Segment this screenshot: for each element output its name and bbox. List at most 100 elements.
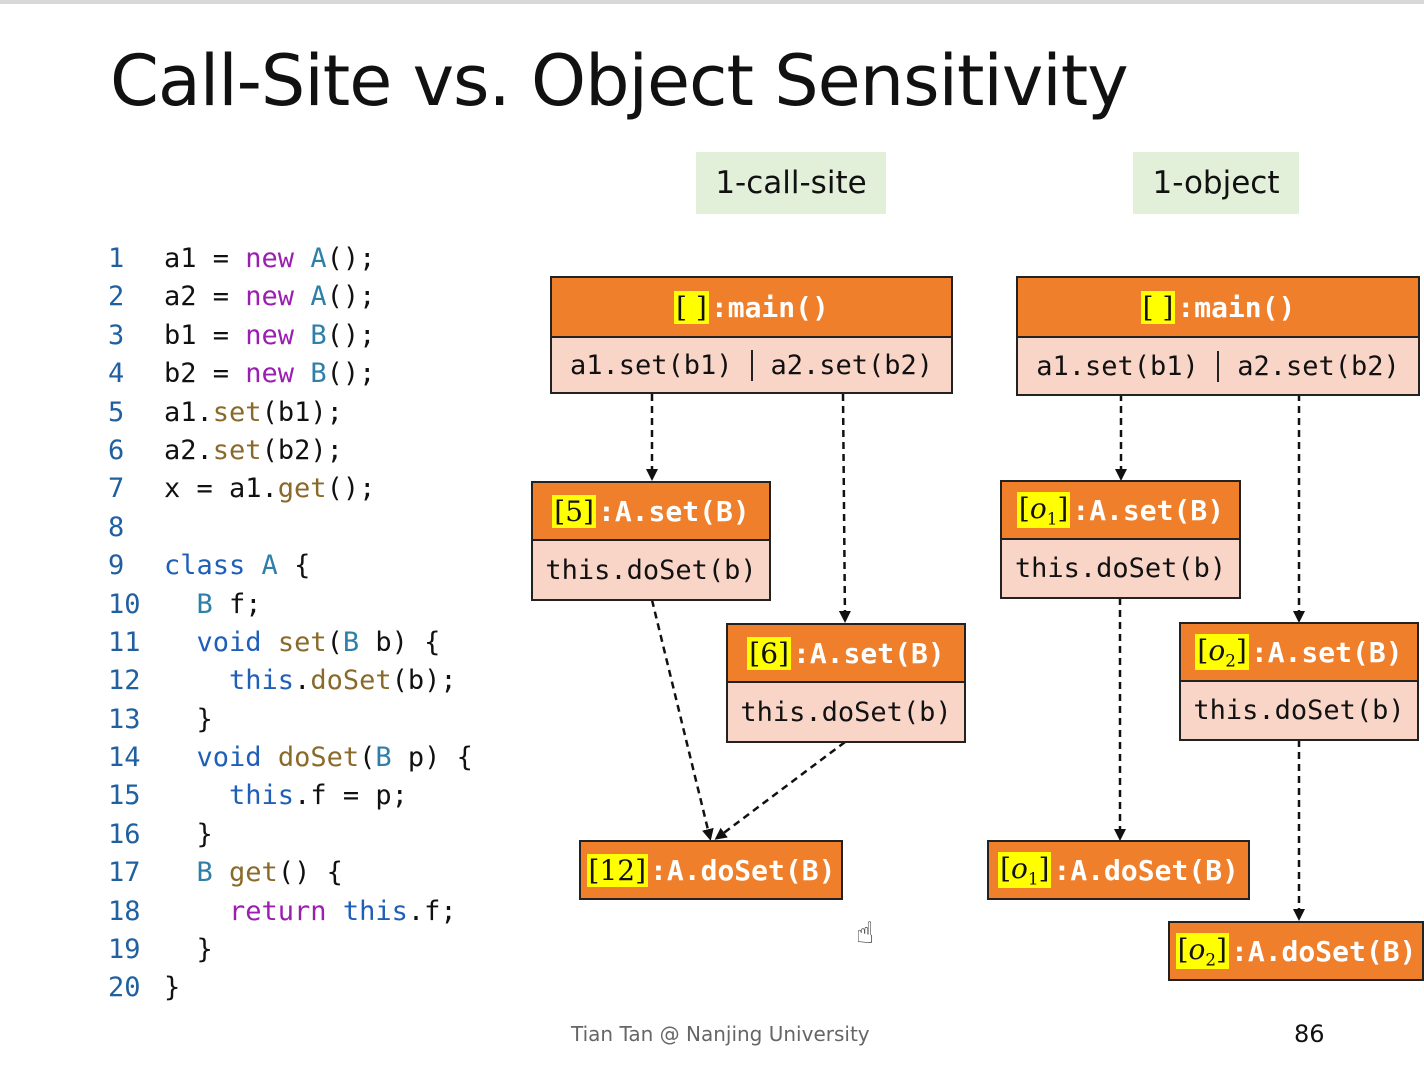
code-token: .f = p;: [294, 780, 408, 812]
code-token: set: [277, 626, 327, 658]
line-number: 12: [108, 665, 141, 697]
obj-doset-o2-node: [o2]:A.doSet(B): [1168, 921, 1424, 981]
code-token: B: [310, 358, 327, 390]
edge-set6-to-doset12: [714, 741, 846, 840]
object-label: 1-object: [1133, 152, 1299, 214]
code-token: x = a1.: [164, 473, 278, 505]
code-token: B: [196, 588, 213, 620]
code-token: get: [277, 473, 327, 505]
code-token: void: [196, 626, 262, 658]
code-text: class A {: [164, 547, 310, 585]
code-token: ();: [326, 281, 376, 313]
cs-doset12-header: [12]:A.doSet(B): [581, 842, 841, 898]
line-number: 13: [108, 703, 141, 735]
line-number: 17: [108, 857, 141, 889]
code-token: this: [342, 895, 408, 927]
top-border: [0, 0, 1424, 4]
cs-set5-body: this.doSet(b): [533, 541, 769, 599]
code-token: p) {: [391, 742, 473, 774]
code-text: void set(B b) {: [164, 624, 441, 662]
code-token: (b2);: [261, 434, 343, 466]
line-number: 15: [108, 780, 141, 812]
code-text: B get() {: [164, 854, 343, 892]
line-number: 10: [108, 588, 141, 620]
cs-doset12-context: [12]: [586, 853, 649, 887]
code-token: A: [261, 550, 278, 582]
obj-main-calls: a1.set(b1) a2.set(b2): [1018, 338, 1418, 394]
line-number: 6: [108, 434, 125, 466]
code-token: class: [164, 550, 246, 582]
obj-main-context: [ ]: [1140, 290, 1176, 324]
obj-doset-o2-context: [o2]: [1175, 932, 1229, 970]
code-text: b1 = new B();: [164, 317, 375, 355]
code-token: doSet: [277, 742, 360, 774]
code-token: new: [245, 243, 295, 274]
obj-set-o1-body: this.doSet(b): [1002, 540, 1239, 597]
obj-set-o1-context: [o1]: [1016, 491, 1071, 529]
obj-doset-o2-signature: :A.doSet(B): [1230, 934, 1417, 968]
code-text: return this.f;: [164, 893, 457, 931]
obj-main-header: [ ]:main(): [1018, 278, 1418, 338]
line-number: 5: [108, 396, 125, 428]
code-token: b2 =: [164, 358, 246, 390]
obj-set-o2-context: [o2]: [1195, 633, 1249, 671]
code-token: a1.: [164, 396, 213, 428]
code-token: return: [229, 895, 327, 927]
code-token: A: [310, 243, 327, 274]
obj-set-o2-header: [o2]:A.set(B): [1181, 624, 1417, 682]
cs-doset12-node: [12]:A.doSet(B): [579, 840, 843, 900]
line-number: 20: [108, 972, 141, 1004]
code-token: get: [229, 857, 278, 889]
page-number: 86: [1294, 1020, 1325, 1048]
code-token: a1 =: [164, 243, 246, 274]
code-token: }: [164, 703, 213, 735]
line-number: 8: [108, 511, 125, 543]
line-number: 16: [108, 818, 141, 850]
code-token: B: [310, 319, 327, 351]
cs-set6-signature: :A.set(B): [792, 636, 945, 670]
obj-main-signature: :main(): [1177, 290, 1296, 324]
code-text: this.f = p;: [164, 777, 408, 815]
obj-doset-o1-node: [o1]:A.doSet(B): [987, 840, 1250, 900]
edge-set5-to-doset12: [650, 599, 714, 841]
code-token: a2.: [164, 434, 213, 466]
code-token: new: [245, 319, 295, 351]
code-token: ();: [326, 243, 376, 274]
slide-title: Call-Site vs. Object Sensitivity: [110, 40, 1129, 122]
code-token: (: [359, 742, 376, 774]
obj-call-a2-set: a2.set(b2): [1217, 350, 1418, 382]
code-token: (: [326, 626, 343, 658]
code-token: ();: [326, 473, 376, 505]
code-token: set: [212, 434, 262, 466]
obj-doset-o1-signature: :A.doSet(B): [1053, 853, 1239, 887]
code-token: a2 =: [164, 281, 246, 313]
code-token: new: [245, 358, 295, 390]
code-token: b) {: [359, 626, 441, 658]
hand-pointer-icon: ☝: [856, 916, 875, 951]
obj-set-o1-header: [o1]:A.set(B): [1002, 482, 1239, 540]
code-token: B: [196, 857, 213, 889]
code-token: .: [294, 665, 311, 697]
obj-call-a1-set: a1.set(b1): [1036, 350, 1199, 382]
code-token: this: [229, 665, 295, 697]
code-token: set: [212, 396, 262, 428]
code-token: .f;: [407, 895, 457, 927]
cs-set5-header: [5]:A.set(B): [533, 483, 769, 541]
code-text: }: [164, 701, 213, 739]
code-token: }: [164, 972, 181, 1004]
code-text: x = a1.get();: [164, 470, 375, 508]
cs-main-context: [ ]: [674, 290, 709, 324]
code-token: }: [164, 934, 213, 966]
code-token: B: [375, 742, 392, 774]
cs-main-node: [ ]:main() a1.set(b1) a2.set(b2): [550, 276, 953, 394]
cs-main-signature: :main(): [710, 290, 829, 324]
code-token: A: [310, 281, 327, 313]
cs-set5-signature: :A.set(B): [597, 494, 750, 528]
line-number: 14: [108, 742, 141, 774]
code-text: }: [164, 931, 213, 969]
line-number: 11: [108, 626, 141, 658]
code-token: new: [245, 281, 295, 313]
line-number: 18: [108, 895, 141, 927]
line-number: 7: [108, 473, 125, 505]
